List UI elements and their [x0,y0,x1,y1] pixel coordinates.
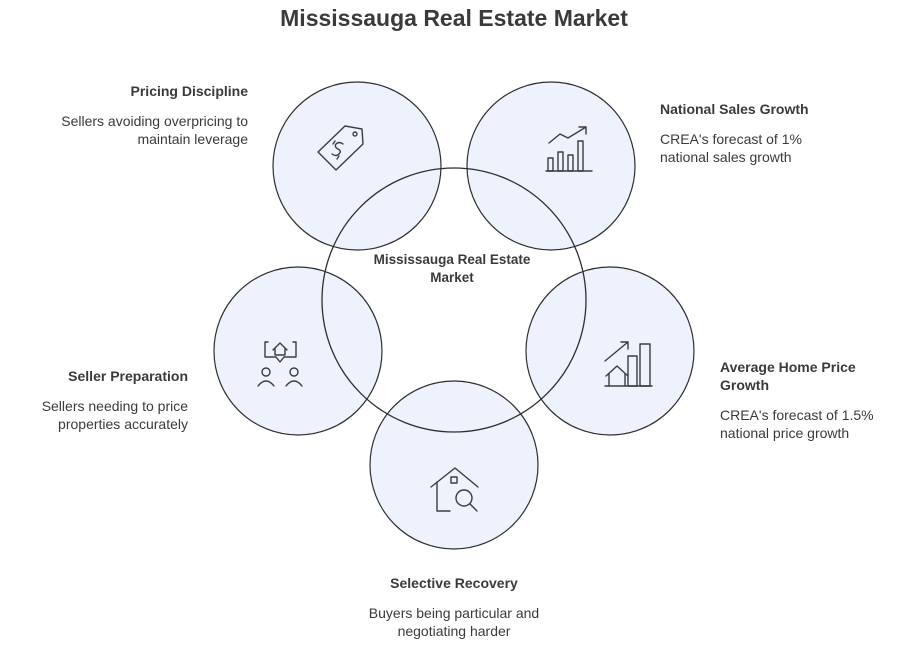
pricing-discipline-description: Sellers avoiding overpricing to maintain… [61,113,248,147]
house-search-icon [430,467,479,512]
price-tag-icon [317,125,364,171]
circle-pricing-discipline [272,81,442,251]
circle-selective-recovery [369,380,539,550]
national-sales-growth-title: National Sales Growth [660,101,809,117]
seller-preparation-title: Seller Preparation [68,368,188,384]
label-average-home-price-growth: Average Home Price Growth CREA's forecas… [720,358,890,442]
circle-seller-preparation [213,266,383,436]
house-bar-chart-icon [604,341,653,387]
circle-average-home-price-growth [525,266,695,436]
center-label: Mississauga Real Estate Market [373,252,531,285]
diagram-title: Mississauga Real Estate Market [280,5,628,31]
label-national-sales-growth: National Sales Growth CREA's forecast of… [660,100,830,166]
circle-national-sales-growth [466,81,636,251]
label-selective-recovery: Selective Recovery Buyers being particul… [354,574,554,640]
selective-recovery-title: Selective Recovery [390,575,518,591]
label-seller-preparation: Seller Preparation Sellers needing to pr… [20,367,188,433]
growth-chart-icon [545,126,593,172]
seller-preparation-description: Sellers needing to price properties accu… [41,398,188,432]
average-home-price-growth-title: Average Home Price Growth [720,359,856,393]
national-sales-growth-description: CREA's forecast of 1% national sales gro… [660,131,802,165]
average-home-price-growth-description: CREA's forecast of 1.5% national price g… [720,407,874,441]
selective-recovery-description: Buyers being particular and negotiating … [368,605,540,639]
label-pricing-discipline: Pricing Discipline Sellers avoiding over… [58,82,248,148]
people-house-icon [257,341,303,387]
circle-center [321,167,587,433]
pricing-discipline-title: Pricing Discipline [130,83,248,99]
